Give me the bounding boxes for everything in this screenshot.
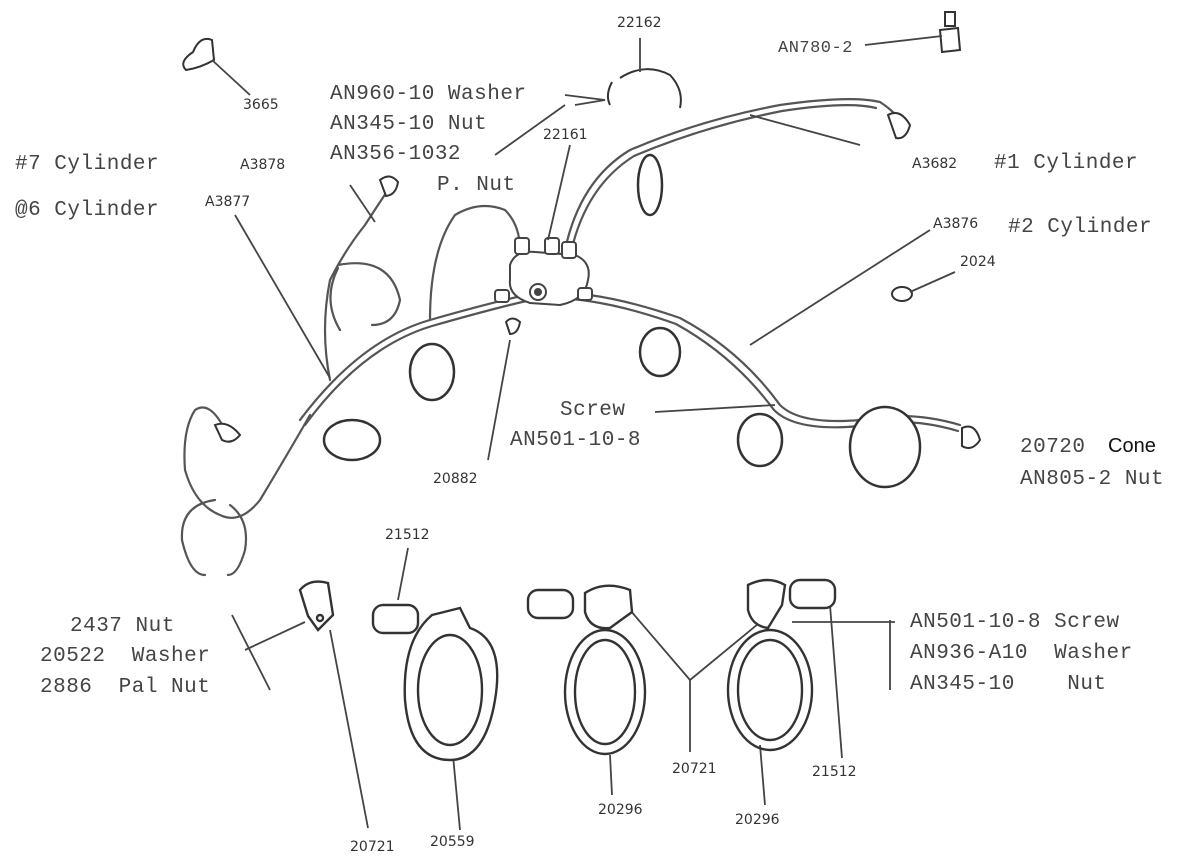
label-an780-2: AN780-2 xyxy=(778,39,853,58)
lead-left-loop xyxy=(180,498,248,577)
label-21512-right: 21512 xyxy=(812,764,857,780)
label-3665: 3665 xyxy=(243,97,279,113)
label-cylinder-2: #2 Cylinder xyxy=(1008,216,1153,239)
label-20721-mid: 20721 xyxy=(672,761,717,777)
label-an345-nut: AN345-10 Nut xyxy=(330,113,488,136)
terminals xyxy=(182,11,982,449)
harness-clamps xyxy=(322,153,922,489)
label-20296-a: 20296 xyxy=(598,802,643,818)
label-an501-screw: AN501-10-8 Screw xyxy=(910,611,1120,634)
spacer-21512-left xyxy=(371,603,420,635)
label-a3682: A3682 xyxy=(912,156,958,172)
label-an501-10-8: AN501-10-8 xyxy=(510,429,642,452)
lead-cylinder-7 xyxy=(323,188,390,382)
label-21512-left: 21512 xyxy=(385,527,430,543)
harness-main-ring-inner xyxy=(303,296,960,433)
clamp-20559 xyxy=(403,606,499,762)
lead-cylinder-7-loop xyxy=(329,262,402,332)
label-an356: AN356-1032 xyxy=(330,143,462,166)
label-20296-b: 20296 xyxy=(735,812,780,828)
clamp-parts xyxy=(298,578,837,762)
label-cylinder-6: @6 Cylinder xyxy=(15,199,160,222)
label-22161: 22161 xyxy=(543,127,588,143)
label-p-nut: P. Nut xyxy=(437,174,516,197)
label-20559: 20559 xyxy=(430,834,475,850)
clamp-20296-a xyxy=(583,584,634,630)
label-20721-low: 20721 xyxy=(350,839,395,855)
label-20720: 20720 xyxy=(1020,436,1086,459)
label-a3876: A3876 xyxy=(933,216,979,232)
leader-lines xyxy=(211,35,956,831)
distributor-block xyxy=(494,237,593,307)
label-2437-nut: 2437 Nut xyxy=(70,615,175,638)
spacer-21512-right xyxy=(788,578,837,610)
harness-main-ring xyxy=(298,290,962,427)
label-an960-washer: AN960-10 Washer xyxy=(330,83,527,106)
label-22162: 22162 xyxy=(617,15,662,31)
label-2886-pal-nut: 2886 Pal Nut xyxy=(40,676,211,699)
label-an936-washer: AN936-A10 Washer xyxy=(910,642,1133,665)
lead-cylinder-1-inner xyxy=(569,104,878,254)
lead-left-lower xyxy=(183,406,312,519)
label-2024: 2024 xyxy=(960,254,996,270)
label-an805-2-nut: AN805-2 Nut xyxy=(1020,468,1165,491)
lead-center-upper xyxy=(428,204,522,322)
clamp-20296-b xyxy=(746,578,787,630)
lead-cylinder-1 xyxy=(563,98,907,252)
label-a3878: A3878 xyxy=(240,157,286,173)
label-20522-washer: 20522 Washer xyxy=(40,645,211,668)
label-20882: 20882 xyxy=(433,471,478,487)
spacer-21512-mid xyxy=(526,588,575,620)
label-cylinder-1: #1 Cylinder xyxy=(994,152,1139,175)
label-screw: Screw xyxy=(560,399,626,422)
label-cylinder-7: #7 Cylinder xyxy=(15,153,160,176)
label-a3877: A3877 xyxy=(205,194,251,210)
label-cone: Cone xyxy=(1108,435,1156,457)
clip-20721-left xyxy=(298,580,335,632)
label-an345-10-nut: AN345-10 Nut xyxy=(910,673,1107,696)
